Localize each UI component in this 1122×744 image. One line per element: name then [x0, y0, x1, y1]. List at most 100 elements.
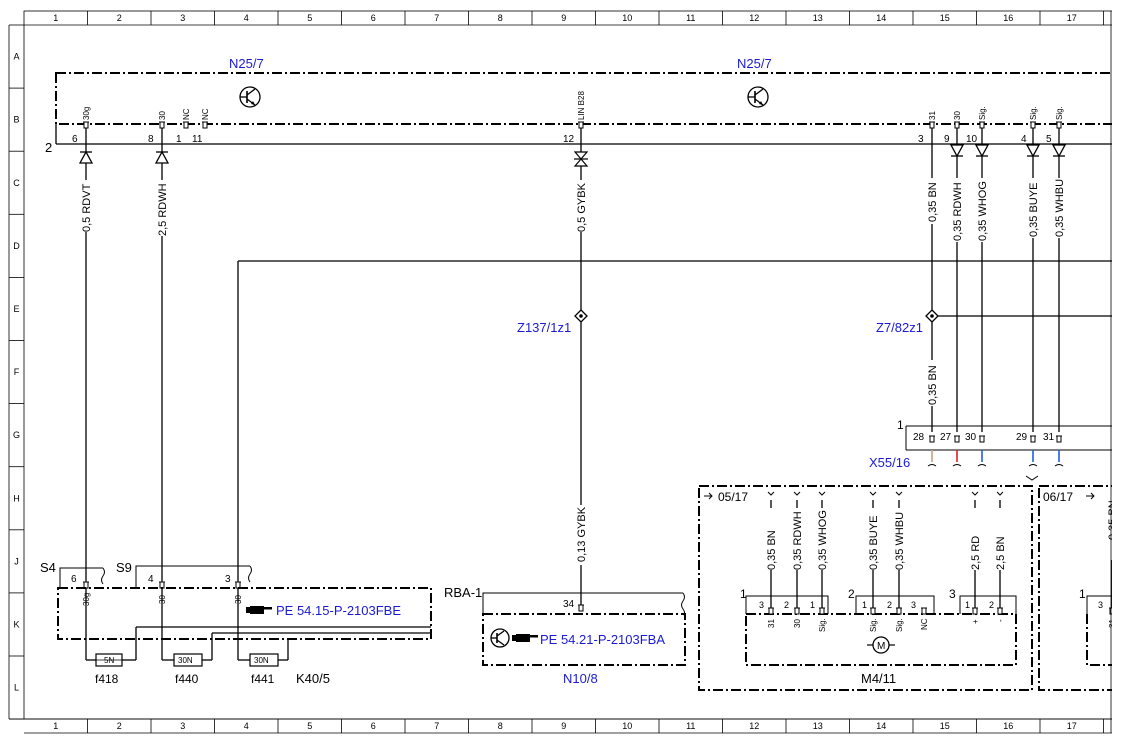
column-label: 10 — [622, 721, 632, 731]
diode-icon — [1026, 144, 1040, 157]
grid-frame: 1122334455667788991010111112121313141415… — [8, 10, 1122, 734]
column-label: 8 — [498, 13, 503, 23]
pin-label: Sig. — [869, 618, 878, 632]
wire-label: 0,13 GYBK — [576, 506, 588, 562]
page-ref-text: 05/17 — [718, 490, 748, 504]
connector-label: X55/16 — [869, 455, 910, 470]
wire-rdwh: 2,5 RDWH — [155, 128, 169, 582]
control-unit-n25-7: N25/7 N25/7 2 30g 6 30 8 NC 1 NC — [45, 56, 1122, 155]
pin-number: 34 — [563, 599, 575, 610]
column-label: 5 — [307, 721, 312, 731]
wire-label: 0,35 WHOG — [817, 510, 829, 570]
fuse-name: f441 — [251, 672, 275, 686]
column-label: 3 — [180, 721, 185, 731]
row-label: J — [14, 556, 19, 566]
pin-label: 30 — [793, 619, 802, 628]
column-label: 3 — [180, 13, 185, 23]
reference-link-pe-54-15[interactable]: PE 54.15-P-2103FBE — [246, 603, 401, 618]
wire-label: 0,35 WHOG — [977, 181, 989, 241]
fuse-name: f440 — [175, 672, 199, 686]
wire-whog: 0,35 WHOG — [975, 128, 989, 432]
column-label: 6 — [371, 13, 376, 23]
component-label: M4/11 — [861, 671, 896, 686]
column-label: 14 — [876, 721, 886, 731]
column-label: 9 — [561, 721, 566, 731]
hand-pointer-icon — [512, 634, 538, 642]
diode-icon — [79, 151, 93, 164]
fuse-rating: 30N — [254, 656, 269, 665]
relay-label: K40/5 — [296, 671, 330, 686]
pin-number: 3 — [225, 574, 231, 585]
pin-label: + — [971, 619, 980, 624]
column-label: 16 — [1003, 13, 1013, 23]
pin-label: NC — [920, 618, 929, 630]
pin-label: Sig. — [818, 618, 827, 632]
pin-number: 28 — [913, 432, 925, 443]
reference-link-pe-54-21[interactable]: PE 54.21-P-2103FBA — [512, 632, 665, 647]
column-label: 7 — [434, 13, 439, 23]
unit-label-right: N25/7 — [737, 56, 772, 71]
reference-text: PE 54.15-P-2103FBE — [276, 603, 401, 618]
row-label: K — [13, 619, 19, 629]
column-label: 13 — [813, 721, 823, 731]
splice-icon — [574, 309, 588, 323]
switch-label-s9: S9 — [116, 560, 132, 575]
hand-pointer-icon — [246, 606, 272, 614]
column-label: 1 — [53, 721, 58, 731]
wire-buye: 0,35 BUYE — [1026, 128, 1040, 432]
pin-label: 31 — [928, 111, 937, 120]
group-number: 1 — [1079, 587, 1086, 601]
wire-label: 0,35 WHBU — [1054, 179, 1066, 237]
branch-number: 2 — [45, 140, 52, 155]
motor-symbol: M — [877, 641, 885, 652]
group-number: 2 — [848, 587, 855, 601]
pin-number: 10 — [966, 134, 978, 145]
column-label: 5 — [307, 13, 312, 23]
wire-label: 0,35 BN — [766, 530, 778, 570]
pin-label: LIN B28 — [577, 91, 586, 120]
pin-label: NC — [201, 108, 210, 120]
row-label: D — [13, 241, 20, 251]
column-ticks: 1122334455667788991010111112121313141415… — [53, 11, 1104, 733]
pin-label: Sig. — [1029, 106, 1038, 120]
pin-number: 4 — [1021, 134, 1027, 145]
column-label: 8 — [498, 721, 503, 731]
transistor-icon — [747, 86, 769, 108]
pin-number: 3 — [759, 600, 764, 610]
column-label: 15 — [940, 13, 950, 23]
wire-label: 2,5 RD — [970, 536, 982, 570]
page-ref-text: 06/17 — [1043, 490, 1073, 504]
group-number: 3 — [949, 587, 956, 601]
pin-number: 2 — [784, 600, 789, 610]
rba-label: RBA-1 — [444, 585, 482, 600]
row-label: H — [13, 493, 20, 503]
wire-feed — [237, 260, 1122, 582]
row-label: E — [13, 304, 19, 314]
pin-number: 29 — [1016, 432, 1028, 443]
row-label: B — [13, 115, 19, 125]
wire-label: 0,5 GYBK — [576, 182, 588, 232]
pin-number: 3 — [1098, 600, 1103, 610]
diode-icon — [950, 144, 964, 157]
column-label: 4 — [244, 721, 249, 731]
wire-label: 0,35 RDWH — [952, 182, 964, 241]
column-label: 10 — [622, 13, 632, 23]
pin-number: 5 — [1046, 134, 1052, 145]
column-label: 12 — [749, 721, 759, 731]
column-label: 17 — [1067, 13, 1077, 23]
pin-number: 30 — [965, 432, 977, 443]
reference-text: PE 54.21-P-2103FBA — [540, 632, 665, 647]
pin-label: Sig. — [895, 618, 904, 632]
wire-label: 0,35 WHBU — [894, 512, 906, 570]
fuse-rating: 5N — [104, 656, 114, 665]
page-ref-05-17[interactable]: 05/17 — [704, 490, 748, 504]
splice-icon — [925, 309, 939, 323]
column-label: 9 — [561, 13, 566, 23]
wire-label: 2,5 RDWH — [157, 183, 169, 236]
transistor-icon — [490, 628, 510, 648]
wire-label: 0,35 BUYE — [868, 516, 880, 570]
page-ref-06-17[interactable]: 06/17 — [1043, 490, 1095, 504]
wire-label: 0,5 RDVT — [81, 183, 93, 232]
pin-number: 1 — [810, 600, 815, 610]
